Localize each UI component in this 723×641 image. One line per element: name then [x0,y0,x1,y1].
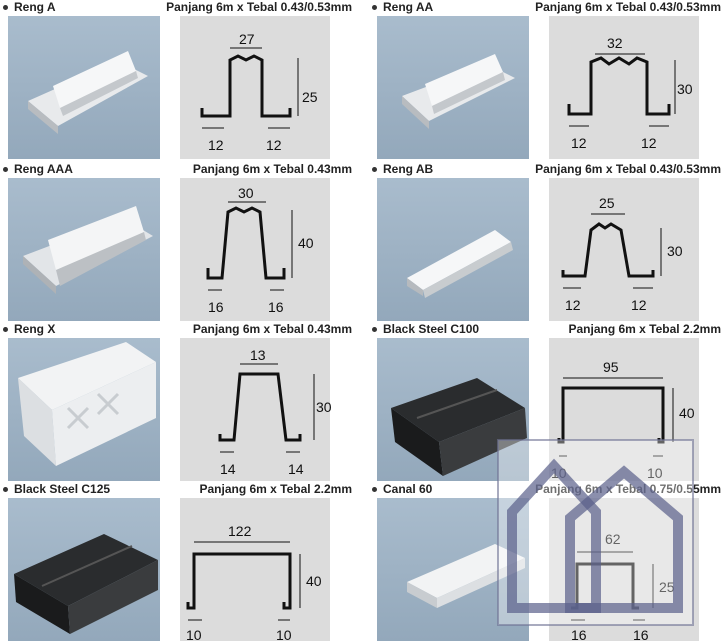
dim-right: 12 [641,135,657,151]
product-name: Canal 60 [369,482,432,496]
product-photo [8,16,160,159]
product-reng-aa: Reng AA Panjang 6m x Tebal 0.43/0.53mm 3… [369,0,721,159]
dim-top: 25 [599,195,615,211]
profile-diagram: 25 30 12 12 [549,178,699,321]
dim-left: 16 [208,299,224,315]
dim-right: 16 [268,299,284,315]
product-spec: Panjang 6m x Tebal 0.43/0.53mm [535,0,721,14]
bullet-icon [372,326,377,332]
dim-left: 10 [186,627,202,641]
profile-diagram: 95 40 10 10 [549,338,699,481]
dim-top: 13 [250,347,266,363]
dim-height: 30 [677,81,693,97]
product-photo [377,338,529,481]
house-logo-watermark [497,439,694,626]
product-photo [377,178,529,321]
dim-left: 12 [208,137,224,153]
bullet-icon [372,166,377,172]
bullet-icon [3,4,8,10]
dim-left: 16 [571,627,587,641]
dim-height: 30 [667,243,683,259]
bullet-icon [3,486,8,492]
dim-height: 40 [298,235,314,251]
bullet-icon [3,166,8,172]
product-name: Reng AB [369,162,433,176]
profile-diagram: 27 25 12 12 [180,16,330,159]
dim-top: 27 [239,31,255,47]
dim-top: 30 [238,185,254,201]
product-spec: Panjang 6m x Tebal 2.2mm [199,482,352,496]
dim-height: 40 [306,573,322,589]
product-spec: Panjang 6m x Tebal 0.43/0.53mm [166,0,352,14]
profile-diagram: 32 30 12 12 [549,16,699,159]
dim-top: 62 [605,531,621,547]
product-photo [8,178,160,321]
product-name: Reng AA [369,0,433,14]
profile-diagram: 30 40 16 16 [180,178,330,321]
profile-diagram: 122 40 10 10 [180,498,330,641]
product-reng-ab: Reng AB Panjang 6m x Tebal 0.43/0.53mm 2… [369,162,721,321]
profile-diagram: 13 30 14 14 [180,338,332,481]
product-name: Black Steel C125 [0,482,110,496]
bullet-icon [3,326,8,332]
bullet-icon [372,486,377,492]
dim-height: 30 [316,399,332,415]
product-reng-x: Reng X Panjang 6m x Tebal 0.43mm 13 30 1… [0,322,352,481]
product-photo [8,498,160,641]
product-photo [377,16,529,159]
dim-right: 12 [266,137,282,153]
product-name: Black Steel C100 [369,322,479,336]
product-spec: Panjang 6m x Tebal 2.2mm [568,322,721,336]
product-spec: Panjang 6m x Tebal 0.43/0.53mm [535,162,721,176]
product-spec: Panjang 6m x Tebal 0.43mm [192,322,352,336]
product-reng-a: Reng A Panjang 6m x Tebal 0.43/0.53mm 27… [0,0,352,159]
bullet-icon [372,4,377,10]
dim-height: 25 [302,89,318,105]
product-name: Reng AAA [0,162,73,176]
dim-right: 10 [276,627,292,641]
dim-height: 25 [659,579,675,595]
dim-right: 12 [631,297,647,313]
dim-right: 14 [288,461,304,477]
dim-top: 122 [228,523,252,539]
dim-left: 12 [571,135,587,151]
product-name: Reng A [0,0,56,14]
dim-right: 10 [647,465,663,481]
dim-top: 95 [603,359,619,375]
product-black-steel-c125: Black Steel C125 Panjang 6m x Tebal 2.2m… [0,482,352,641]
dim-left: 12 [565,297,581,313]
product-photo [377,498,529,641]
dim-top: 32 [607,35,623,51]
dim-height: 40 [679,405,695,421]
dim-right: 16 [633,627,649,641]
product-photo [8,338,160,481]
dim-left: 14 [220,461,236,477]
product-name: Reng X [0,322,55,336]
product-black-steel-c100: Black Steel C100 Panjang 6m x Tebal 2.2m… [369,322,721,481]
product-reng-aaa: Reng AAA Panjang 6m x Tebal 0.43mm 30 40… [0,162,352,321]
product-spec: Panjang 6m x Tebal 0.43mm [192,162,352,176]
